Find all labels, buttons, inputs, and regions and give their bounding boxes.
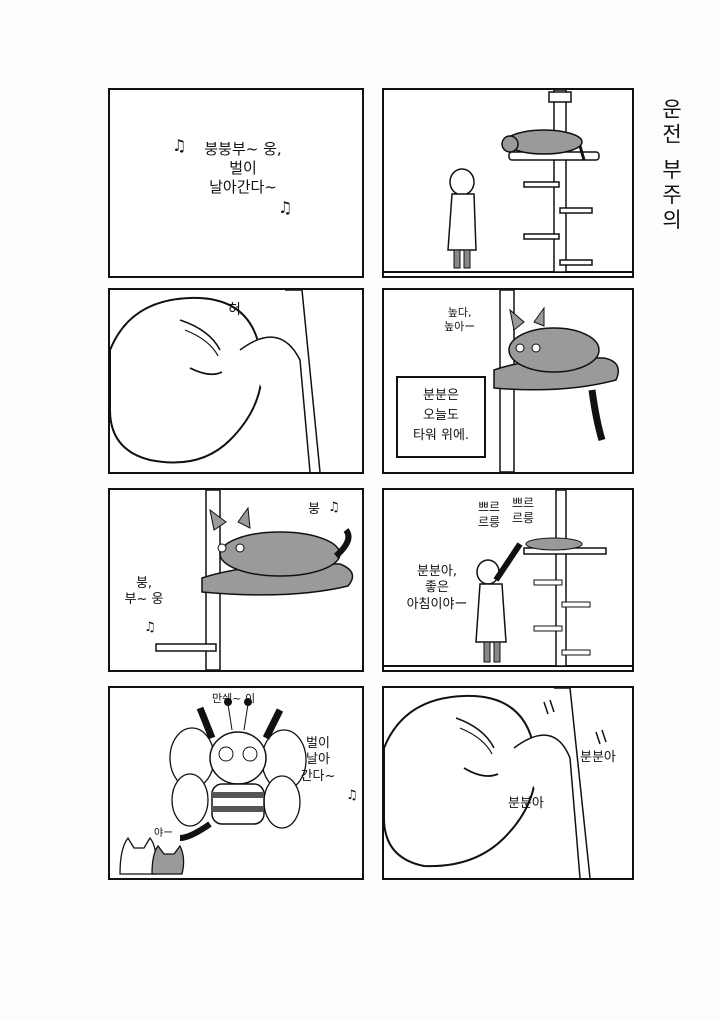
panel-8: 분분아 분분아 — [382, 686, 634, 880]
panel-1: 붕붕부~ 웅, 벌이 날아간다~ ♫ ♫ — [108, 88, 364, 278]
panel-2-art — [384, 90, 632, 273]
panel-5-art — [155, 490, 354, 670]
panel-4-cat-voice: 높다, 높아ー — [444, 306, 476, 333]
music-note-icon: ♫ — [328, 500, 340, 515]
panel-7: 만쉐~ 이 벌이 날아 간다~ ♫ 야ー — [108, 686, 364, 880]
panel-5-song-b: 붕, 부~ 웅 — [124, 576, 164, 608]
panel-6-art — [384, 490, 632, 667]
panel-7-cheer: 만쉐~ 이 — [212, 692, 256, 705]
panel-5-song-a: 붕 — [308, 502, 320, 517]
music-note-icon: ♫ — [278, 198, 293, 217]
panel-8-art — [384, 688, 607, 878]
panel-3: 혀 — [108, 288, 364, 474]
panel-6-speech: 분분아, 좋은 아침이야ー — [406, 564, 468, 612]
panel-6-sfx-b: 쁘르 르릉 — [512, 496, 535, 525]
music-note-icon: ♫ — [144, 620, 156, 635]
panel-7-art — [119, 698, 307, 875]
panel-6-sfx-a: 쁘르 르릉 — [478, 500, 501, 529]
comic-title: 운전 부주의 — [659, 98, 683, 234]
music-note-icon: ♫ — [172, 136, 187, 155]
panel-3-sfx: 혀 — [228, 302, 241, 318]
narration-sign: 분분은 오늘도 타워 위에. — [396, 376, 486, 458]
panel-8-call-a: 분분아 — [580, 750, 616, 765]
panel-1-song: 붕붕부~ 웅, 벌이 날아간다~ — [204, 140, 282, 196]
panel-7-small: 야ー — [154, 828, 174, 839]
panel-2 — [382, 88, 634, 278]
panel-4-narration: 분분은 오늘도 타워 위에. — [412, 388, 470, 444]
panel-4-art — [493, 290, 619, 472]
panel-3-art — [110, 290, 321, 472]
music-note-icon: ♫ — [346, 788, 358, 803]
panel-7-song: 벌이 날아 간다~ — [300, 736, 336, 784]
panel-8-call-b: 분분아 — [508, 796, 544, 811]
panel-5: 붕 ♫ 붕, 부~ 웅 ♫ — [108, 488, 364, 672]
panel-4: 높다, 높아ー 분분은 오늘도 타워 위에. — [382, 288, 634, 474]
panel-6: 쁘르 르릉 쁘르 르릉 분분아, 좋은 아침이야ー — [382, 488, 634, 672]
